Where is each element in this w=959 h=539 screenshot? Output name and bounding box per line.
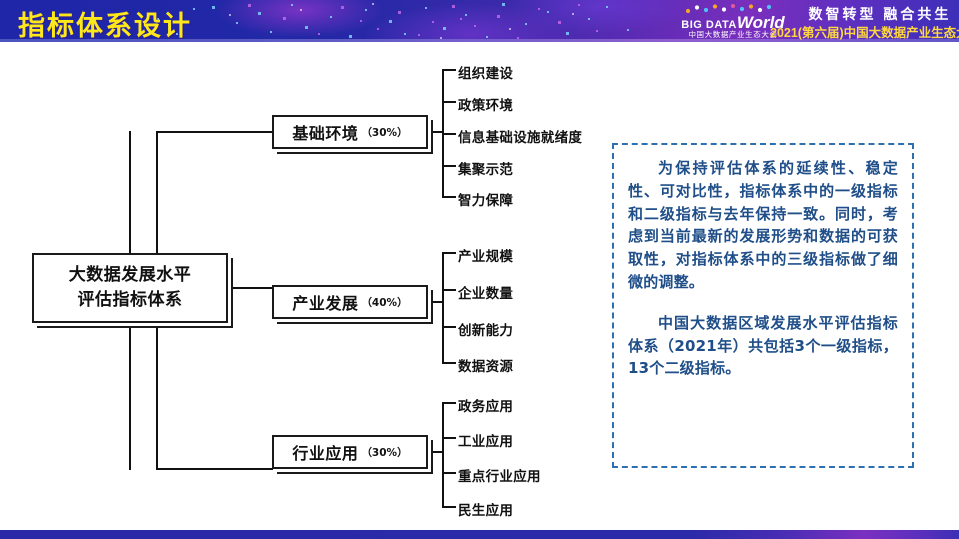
branch-label: 行业应用 [292,444,359,463]
explanatory-note-box: 为保持评估体系的延续性、稳定性、可对比性，指标体系中的一级指标和二级指标与去年保… [612,143,914,468]
logo-subtitle: 中国大数据产业生态大会 [688,30,778,39]
leaf-item[interactable]: 智力保障 [458,193,514,209]
logo-world-text: World [736,13,785,32]
note-paragraph-1: 为保持评估体系的延续性、稳定性、可对比性，指标体系中的一级指标和二级指标与去年保… [628,159,898,291]
leaf-item[interactable]: 信息基础设施就绪度 [458,130,583,146]
leaf-item[interactable]: 创新能力 [458,323,514,339]
conference-name: 2021(第六届)中国大数据产业生态大会 [770,26,959,40]
leaf-item[interactable]: 工业应用 [458,434,514,450]
leaf-item[interactable]: 重点行业应用 [458,469,541,485]
branch-label: 产业发展 [292,294,359,313]
leaf-item[interactable]: 数据资源 [458,359,514,375]
root-node-line2: 评估指标体系 [77,290,183,310]
header-underline [0,39,959,42]
branch-label: 基础环境 [292,124,359,143]
leaf-item[interactable]: 企业数量 [458,286,514,302]
logo-bigdata-text: BIG DATA [681,19,737,31]
branch-node-basic-environment[interactable]: 基础环境 （30%） [272,115,428,149]
branch-weight: （40%） [361,296,408,309]
leaf-item[interactable]: 民生应用 [458,503,514,519]
slide-footer-bar [0,530,959,539]
root-node-line1: 大数据发展水平 [68,265,192,286]
leaf-item[interactable]: 组织建设 [458,66,514,82]
branch-weight: （30%） [361,126,408,139]
note-paragraph-2: 中国大数据区域发展水平评估指标体系（2021年）共包括3个一级指标，13个二级指… [628,313,898,378]
branch-weight: （30%） [361,446,408,459]
branch-node-industry-development[interactable]: 产业发展 （40%） [272,285,428,319]
logo-wordmark: BIG DATAWorld [658,13,808,33]
branch-node-industry-application[interactable]: 行业应用 （30%） [272,435,428,469]
leaf-item[interactable]: 政策环境 [458,98,514,114]
particle-decoration-icon [122,3,629,39]
leaf-item[interactable]: 政务应用 [458,399,514,415]
page-title: 指标体系设计 [18,11,192,42]
conference-slogan: 数智转型 融合共生 [808,6,952,22]
leaf-item[interactable]: 集聚示范 [458,162,514,178]
leaf-item[interactable]: 产业规模 [458,249,514,265]
conference-branding: BIG DATAWorld 中国大数据产业生态大会 数智转型 融合共生 2021… [620,0,959,42]
big-data-world-logo: BIG DATAWorld 中国大数据产业生态大会 [658,4,808,40]
root-node[interactable]: 大数据发展水平 评估指标体系 [32,253,228,323]
logo-dots-icon [685,4,772,14]
indicator-system-diagram: 大数据发展水平 评估指标体系 基础环境 （30%） 产业发展 （40%） 行业应… [0,42,600,520]
slide-header: 指标体系设计 BIG DATAWorld 中国大数据产业生态大会 数智转型 融合… [0,0,959,42]
